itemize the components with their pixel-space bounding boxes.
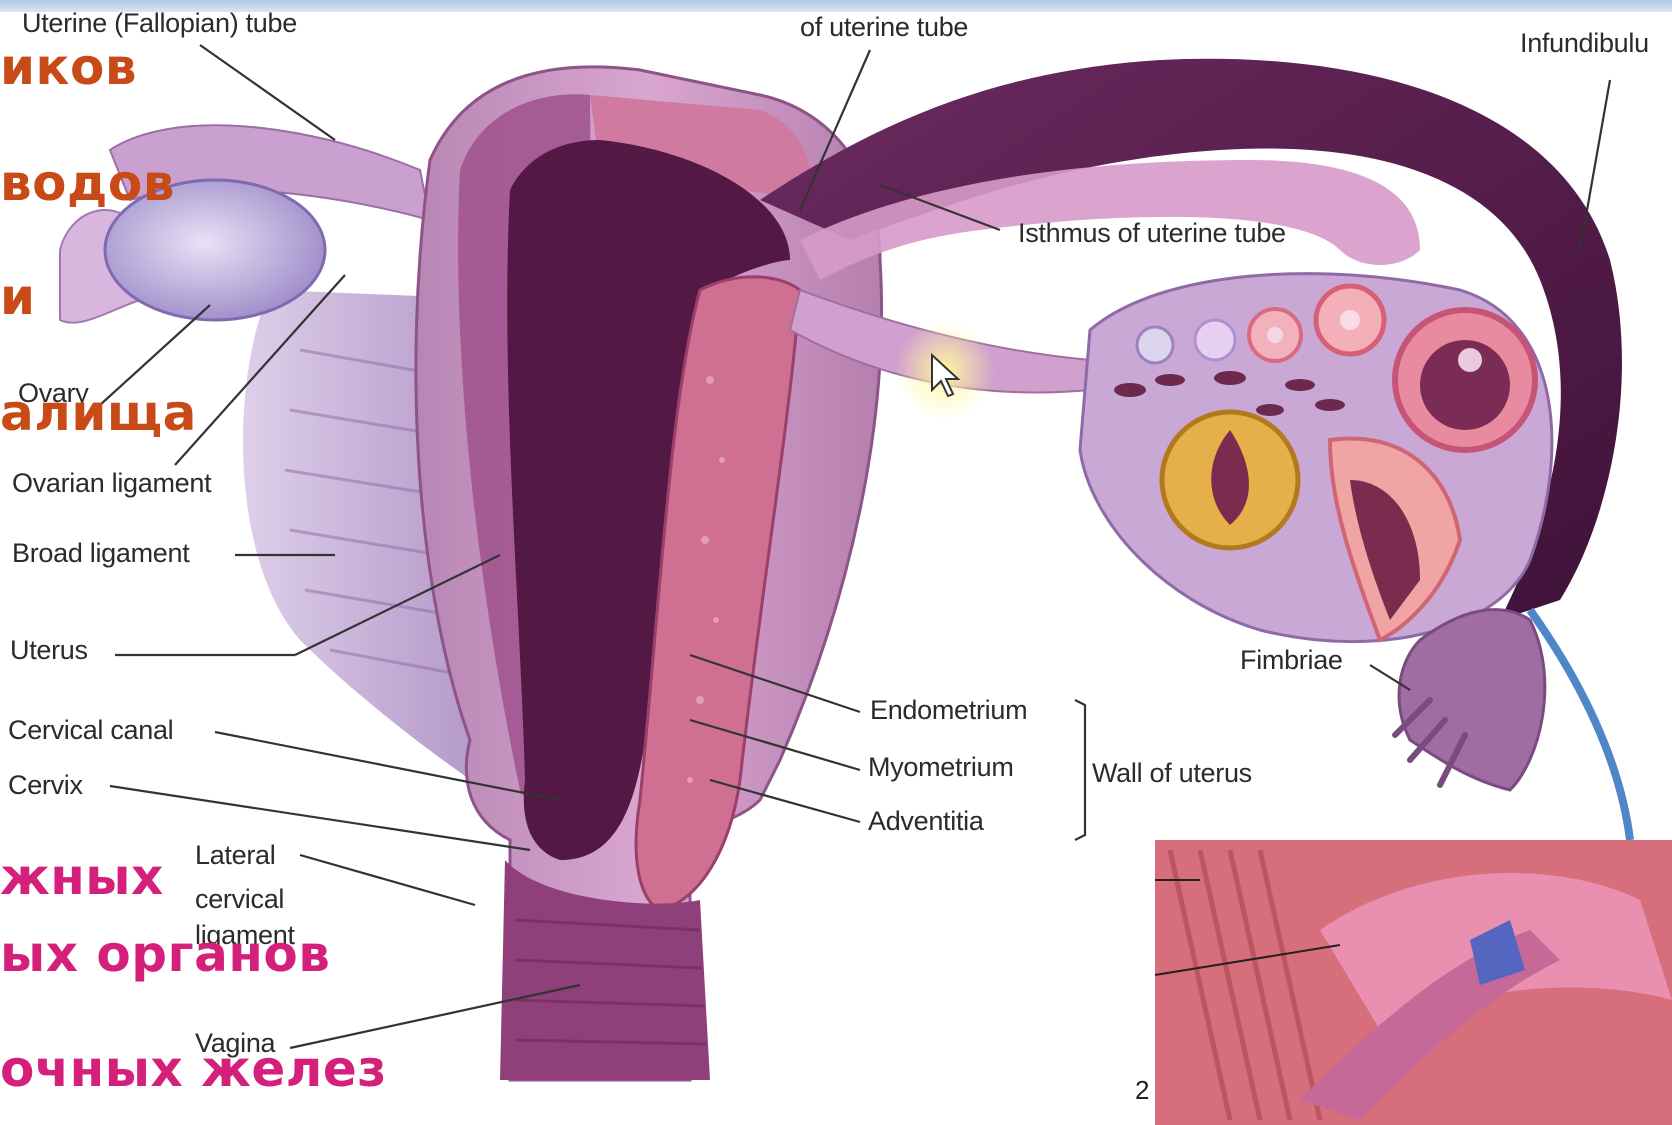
- label-broad-ligament: Broad ligament: [12, 538, 189, 569]
- label-lateral-cervical-2: cervical: [195, 884, 284, 915]
- label-fimbriae: Fimbriae: [1240, 645, 1343, 676]
- inset-muscle-image: [1155, 840, 1672, 1125]
- label-lateral-cervical-1: Lateral: [195, 840, 275, 871]
- label-ovarian-ligament: Ovarian ligament: [12, 468, 211, 499]
- label-wall-of-uterus: Wall of uterus: [1092, 758, 1252, 789]
- russian-text-line-7: очных желез: [0, 1040, 387, 1098]
- label-uterus: Uterus: [10, 635, 88, 666]
- label-endometrium: Endometrium: [870, 695, 1027, 726]
- russian-text-line-1: иков: [0, 38, 137, 96]
- label-ampulla: of uterine tube: [800, 12, 968, 43]
- label-cervix: Cervix: [8, 770, 83, 801]
- russian-text-line-6: ых органов: [0, 925, 330, 983]
- label-cervical-canal: Cervical canal: [8, 715, 173, 746]
- russian-text-line-4: алища: [0, 384, 197, 442]
- russian-text-line-5: жных: [0, 848, 164, 906]
- label-isthmus: Isthmus of uterine tube: [1018, 218, 1286, 249]
- label-infundibulum: Infundibulu: [1520, 28, 1649, 59]
- page-number: 2: [1135, 1075, 1149, 1106]
- label-adventitia: Adventitia: [868, 806, 984, 837]
- right-fimbriae-shape: [1399, 610, 1545, 790]
- label-myometrium: Myometrium: [868, 752, 1014, 783]
- russian-text-line-2: водов: [0, 154, 175, 212]
- label-uterine-tube: Uterine (Fallopian) tube: [22, 8, 297, 39]
- russian-text-line-3: и: [0, 268, 36, 326]
